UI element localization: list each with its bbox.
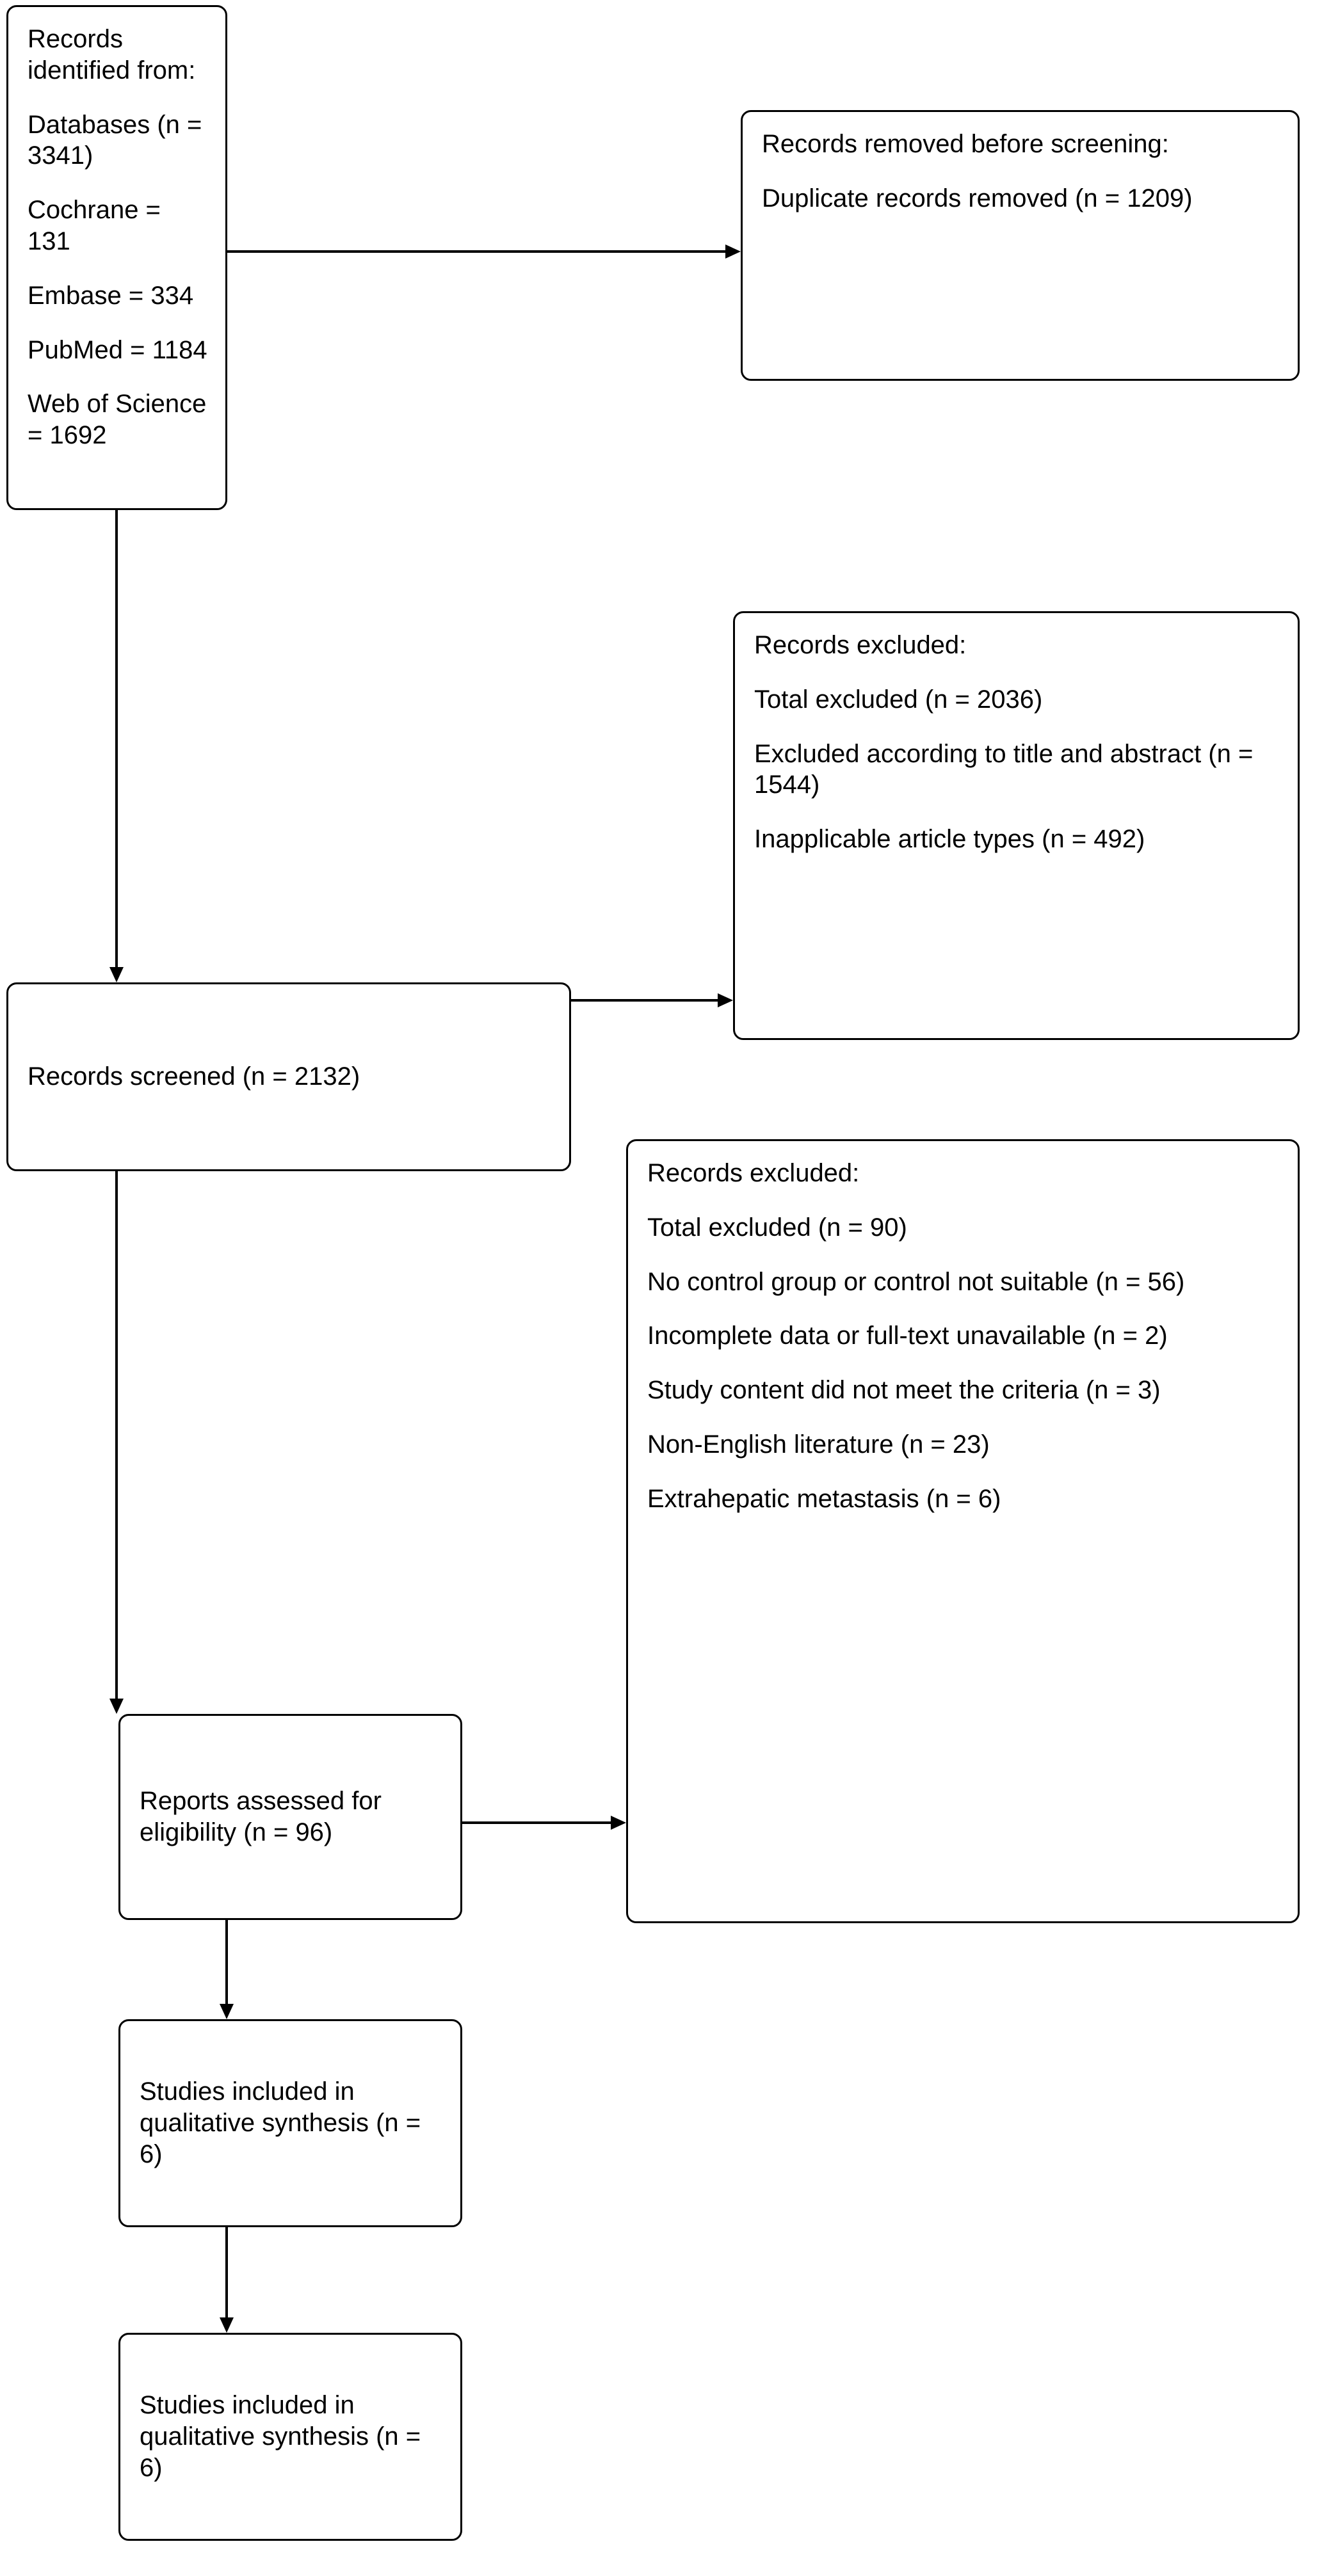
records-excluded-eligibility-line-5: Study content did not meet the criteria … <box>647 1376 1161 1405</box>
connector-identification-to-screened <box>115 510 118 967</box>
records-identified-line-2: Databases (n = 3341) <box>28 110 209 170</box>
reports-assessed-line-1: Reports assessed for eligibility (n = 96… <box>140 1787 389 1846</box>
records-excluded-eligibility-line-1: Records excluded: <box>647 1159 860 1187</box>
connector-included-1-to-included-2 <box>225 2227 228 2317</box>
node-records-identified[interactable]: Records identified from: Databases (n = … <box>6 5 227 510</box>
connector-identification-to-duplicates <box>227 250 725 253</box>
node-records-screened[interactable]: Records screened (n = 2132) <box>6 982 571 1171</box>
node-records-removed-before-screening[interactable]: Records removed before screening: Duplic… <box>741 110 1300 381</box>
connector-eligibility-to-excluded-eligibility <box>462 1821 611 1824</box>
records-excluded-screening-line-1: Records excluded: <box>754 631 967 659</box>
studies-included-1-line-1: Studies included in qualitative synthesi… <box>140 2077 428 2168</box>
node-reports-assessed-for-eligibility[interactable]: Reports assessed for eligibility (n = 96… <box>118 1714 462 1920</box>
arrowhead-identification-to-screened <box>109 967 124 982</box>
connector-screened-to-eligibility <box>115 1171 118 1699</box>
node-studies-included-qualitative-2[interactable]: Studies included in qualitative synthesi… <box>118 2333 462 2541</box>
node-records-excluded-screening[interactable]: Records excluded: Total excluded (n = 20… <box>733 611 1300 1040</box>
records-identified-line-6: Web of Science = 1692 <box>28 390 214 450</box>
records-screened-line-1: Records screened (n = 2132) <box>28 1062 360 1091</box>
records-identified-line-5: PubMed = 1184 <box>28 335 207 364</box>
records-identified-line-4: Embase = 334 <box>28 281 194 310</box>
records-excluded-eligibility-line-7: Extrahepatic metastasis (n = 6) <box>647 1484 1001 1513</box>
records-excluded-eligibility-line-6: Non-English literature (n = 23) <box>647 1430 990 1459</box>
node-studies-included-qualitative-1[interactable]: Studies included in qualitative synthesi… <box>118 2019 462 2227</box>
arrowhead-screened-to-eligibility <box>109 1699 124 1714</box>
records-excluded-screening-line-2: Total excluded (n = 2036) <box>754 685 1043 714</box>
records-excluded-eligibility-line-2: Total excluded (n = 90) <box>647 1213 907 1242</box>
records-identified-line-3: Cochrane = 131 <box>28 196 168 255</box>
arrowhead-screened-to-excluded-screening <box>718 993 733 1007</box>
arrowhead-eligibility-to-included-1 <box>220 2004 234 2019</box>
node-records-excluded-eligibility[interactable]: Records excluded: Total excluded (n = 90… <box>626 1139 1300 1923</box>
records-excluded-eligibility-line-3: No control group or control not suitable… <box>647 1267 1185 1296</box>
records-removed-line-2: Duplicate records removed (n = 1209) <box>762 184 1193 212</box>
records-identified-line-1: Records identified from: <box>28 25 196 84</box>
arrowhead-eligibility-to-excluded-eligibility <box>611 1816 626 1830</box>
studies-included-2-line-1: Studies included in qualitative synthesi… <box>140 2391 428 2482</box>
arrowhead-included-1-to-included-2 <box>220 2317 234 2333</box>
connector-eligibility-to-included-1 <box>225 1920 228 2004</box>
records-removed-line-1: Records removed before screening: <box>762 130 1169 158</box>
records-excluded-screening-line-3: Excluded according to title and abstract… <box>754 739 1261 799</box>
records-excluded-eligibility-line-4: Incomplete data or full-text unavailable… <box>647 1322 1168 1350</box>
arrowhead-identification-to-duplicates <box>725 244 741 259</box>
records-excluded-screening-line-4: Inapplicable article types (n = 492) <box>754 825 1145 854</box>
connector-screened-to-excluded-screening <box>571 999 718 1002</box>
